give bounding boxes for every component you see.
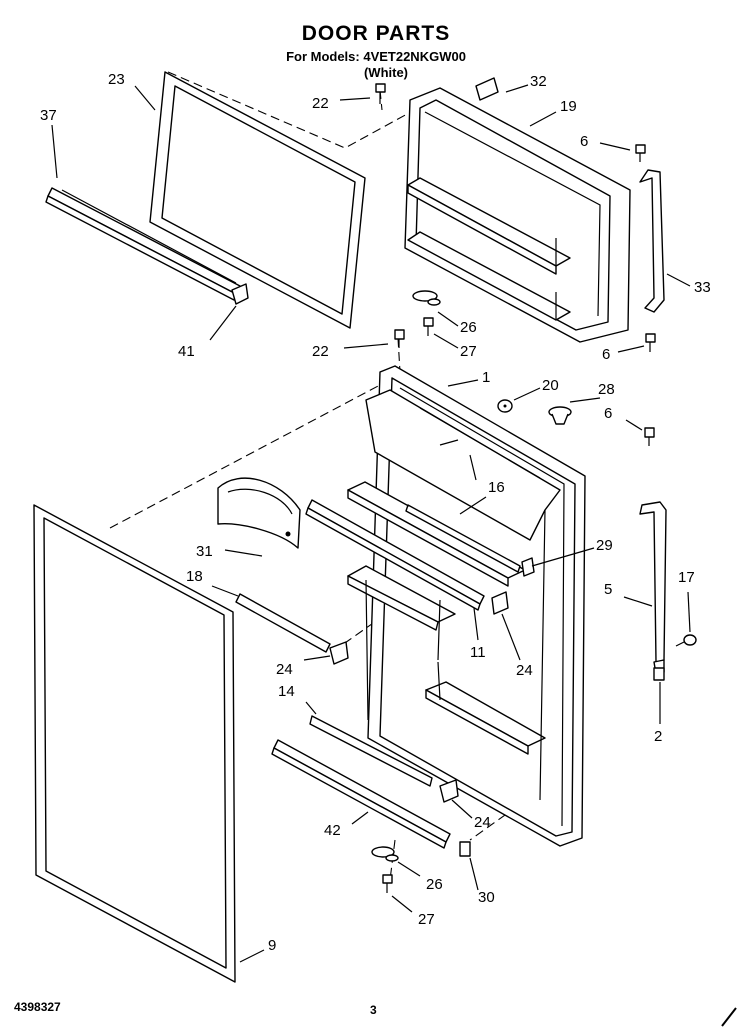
models-line: For Models: 4VET22NKGW00 [286, 49, 466, 64]
callout-19: 19 [560, 98, 577, 115]
color-label: (White) [363, 65, 409, 80]
callout-9: 9 [268, 937, 276, 954]
diagram-title: DOOR PARTS [301, 22, 451, 45]
callout-22: 22 [312, 95, 329, 112]
page-number: 3 [370, 1003, 377, 1017]
corner-mark [721, 1007, 737, 1027]
callout-33: 33 [694, 279, 711, 296]
callout-6: 6 [604, 405, 612, 422]
callout-30: 30 [478, 889, 495, 906]
callout-6: 6 [580, 133, 588, 150]
screw-icon [635, 144, 646, 162]
callout-27: 27 [418, 911, 435, 928]
dairy-compartment-door [217, 477, 301, 549]
screw-icon [675, 634, 697, 647]
door-shelf-rail [235, 593, 331, 653]
callout-labels: 23 37 22 32 19 6 33 26 27 6 41 22 1 20 2… [40, 71, 711, 954]
freezer-door-liner [404, 87, 631, 343]
hinge-washer [371, 846, 399, 862]
callout-17: 17 [678, 569, 695, 586]
plug-button [548, 406, 572, 425]
shelf-end-cap-clip [231, 283, 249, 305]
refrigerator-door-liner [347, 365, 586, 847]
nameplate [475, 77, 499, 101]
callout-16: 16 [488, 479, 505, 496]
callout-26: 26 [426, 876, 443, 893]
upper-hinge [639, 169, 665, 313]
callout-28: 28 [598, 381, 615, 398]
callout-37: 37 [40, 107, 57, 124]
callout-5: 5 [604, 581, 612, 598]
screw-icon [382, 874, 393, 893]
callout-27: 27 [460, 343, 477, 360]
callout-22: 22 [312, 343, 329, 360]
hinge-bushing [653, 667, 665, 681]
shelf-end-cap-clip [521, 557, 535, 577]
shelf-end-cap-clip [329, 641, 349, 665]
callout-11: 11 [470, 644, 486, 661]
screw-icon [375, 83, 386, 104]
callout-31: 31 [196, 543, 213, 560]
callout-20: 20 [542, 377, 559, 394]
callout-29: 29 [596, 537, 613, 554]
callout-2: 2 [654, 728, 662, 745]
refrigerator-door-gasket [33, 504, 236, 983]
callout-23: 23 [108, 71, 125, 88]
shelf-end-cap-clip [491, 591, 509, 615]
callout-32: 32 [530, 73, 547, 90]
door-shelf-rail [305, 499, 485, 611]
screw-icon [645, 333, 656, 352]
leader-lines [51, 84, 691, 963]
callout-18: 18 [186, 568, 203, 585]
freezer-door-gasket [149, 71, 366, 329]
door-stop [459, 841, 471, 857]
screw-icon [423, 317, 434, 336]
callout-24: 24 [474, 814, 491, 831]
door-shelf-rail [405, 504, 521, 573]
doc-number: 4398327 [14, 1000, 61, 1014]
lower-hinge [639, 501, 667, 675]
door-shelf-rail [309, 715, 433, 787]
callout-42: 42 [324, 822, 341, 839]
callout-24: 24 [516, 662, 533, 679]
callout-1: 1 [482, 369, 490, 386]
screw-icon [497, 399, 513, 413]
callout-41: 41 [178, 343, 195, 360]
callout-24: 24 [276, 661, 293, 678]
callout-6: 6 [602, 346, 610, 363]
shelf-end-cap-clip [439, 779, 459, 803]
screw-icon [644, 427, 655, 446]
door-shelf-rail [271, 739, 451, 849]
callout-26: 26 [460, 319, 477, 336]
hinge-washer [412, 290, 441, 306]
screw-icon [394, 329, 405, 348]
callout-14: 14 [278, 683, 295, 700]
